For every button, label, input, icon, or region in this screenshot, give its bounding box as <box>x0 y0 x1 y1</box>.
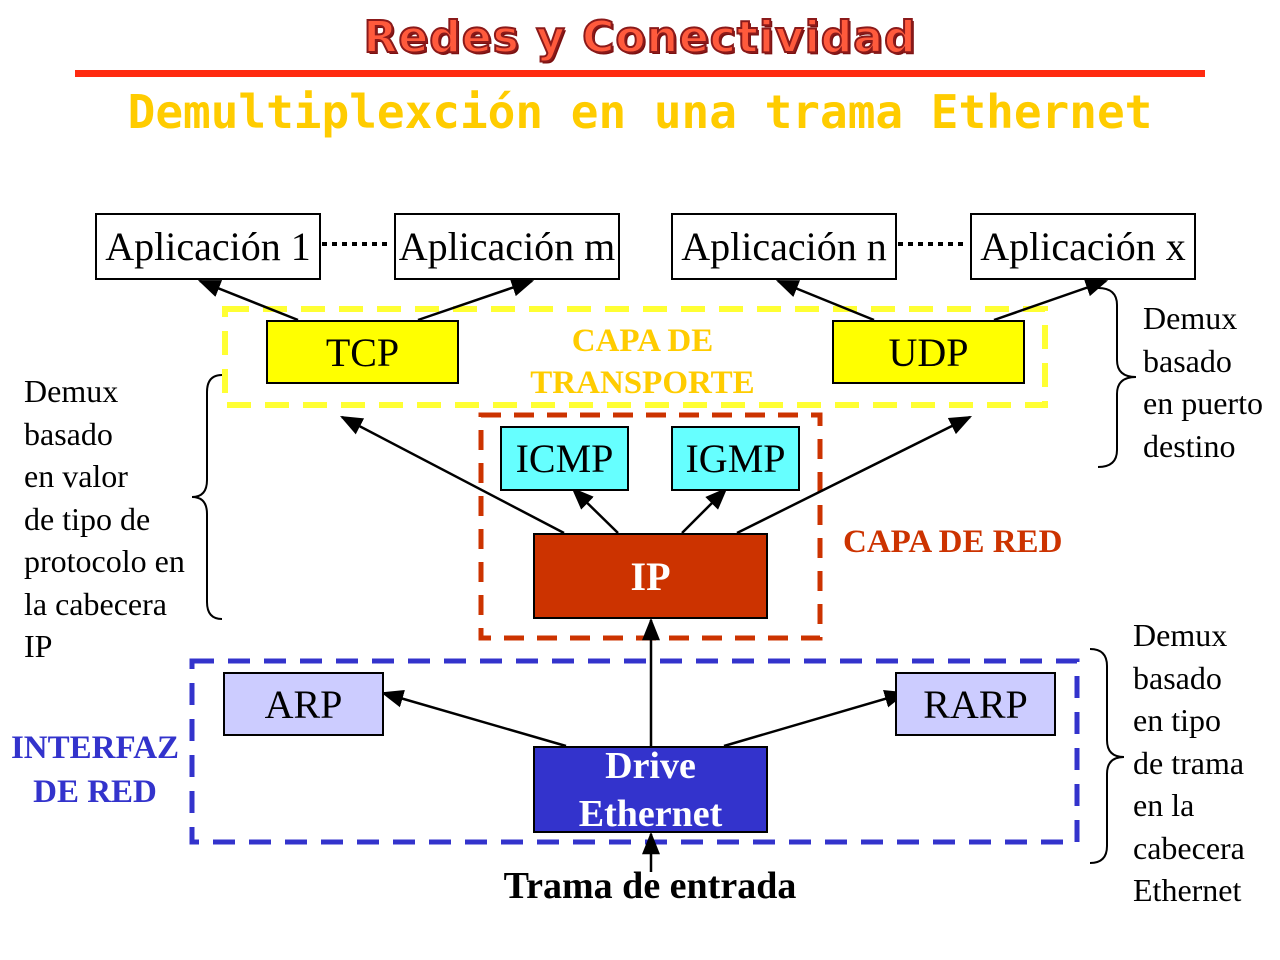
tcp-to-app1-arrow <box>197 279 299 322</box>
ip-box: IP <box>533 533 768 619</box>
note-line: en la <box>1133 787 1195 823</box>
input-frame-label: Trama de entrada <box>503 865 797 907</box>
igmp-box: IGMP <box>671 426 800 491</box>
note-line: Demux <box>24 373 119 409</box>
slide-subtitle: Demultiplexción en una trama Ethernet <box>127 85 1153 139</box>
note-line: basado <box>1143 342 1232 379</box>
tcp-to-appm-arrow <box>417 279 535 322</box>
note-line: en tipo <box>1133 702 1221 738</box>
transport-layer-label-line2: TRANSPORTE <box>530 365 755 401</box>
application-x-box: Aplicación x <box>970 213 1196 280</box>
protocol-brace <box>191 374 223 620</box>
arp-box: ARP <box>223 672 384 736</box>
note-line: en puerto <box>1143 385 1263 421</box>
rarp-box: RARP <box>895 672 1056 736</box>
note-line: IP <box>24 628 53 664</box>
ip-to-igmp-arrow <box>681 487 728 534</box>
driver-to-arp-arrow <box>380 689 567 748</box>
interface-layer-label: INTERFAZ DE RED <box>0 726 190 814</box>
udp-to-appn-arrow <box>775 279 875 322</box>
icmp-box: ICMP <box>500 426 629 491</box>
application-1-box: Aplicación 1 <box>95 213 321 280</box>
interface-layer-boundary <box>189 658 1080 845</box>
ethernet-driver-label-line1: Drive <box>605 744 696 787</box>
note-line: destino <box>1143 427 1236 464</box>
udp-box: UDP <box>832 320 1025 384</box>
ip-to-udp-arrow <box>736 415 973 535</box>
port-brace <box>1097 287 1137 468</box>
udp-to-appx-arrow <box>993 279 1109 322</box>
note-line: basado <box>24 415 113 452</box>
note-line: cabecera <box>1133 829 1245 866</box>
ip-to-icmp-arrow <box>571 487 619 534</box>
network-layer-label: CAPA DE RED <box>843 524 1063 560</box>
interface-layer-label-line1: INTERFAZ <box>10 730 180 766</box>
header-divider <box>75 70 1205 77</box>
note-line: protocolo en <box>24 543 185 579</box>
ethernet-driver-box: Drive Ethernet <box>533 745 768 835</box>
note-line: en valor <box>24 458 128 494</box>
note-line: Demux <box>1133 617 1228 653</box>
driver-to-rarp-arrow <box>723 690 908 748</box>
frame-brace <box>1089 648 1125 864</box>
note-line: de tipo de <box>24 500 151 537</box>
note-line: Ethernet <box>1133 872 1242 908</box>
frame-demux-note: Demux basado en tipo de trama en la cabe… <box>1133 614 1245 912</box>
note-line: la cabecera <box>24 585 167 622</box>
transport-layer-label-line1: CAPA DE <box>571 323 714 359</box>
note-line: de trama <box>1133 744 1245 781</box>
header-title: Redes y Conectividad <box>363 11 917 64</box>
tcp-box: TCP <box>266 320 459 384</box>
ethernet-driver-label-line2: Ethernet <box>578 792 723 835</box>
port-demux-note: Demux basado en puerto destino <box>1143 297 1263 467</box>
protocol-demux-note: Demux basado en valor de tipo de protoco… <box>24 370 185 668</box>
note-line: Demux <box>1143 300 1238 336</box>
transport-layer-label: CAPA DE TRANSPORTE <box>505 320 780 404</box>
application-m-box: Aplicación m <box>394 213 620 280</box>
application-n-box: Aplicación n <box>671 213 897 280</box>
ip-to-tcp-arrow <box>340 415 565 535</box>
interface-layer-label-line2: DE RED <box>33 774 157 810</box>
note-line: basado <box>1133 659 1222 696</box>
